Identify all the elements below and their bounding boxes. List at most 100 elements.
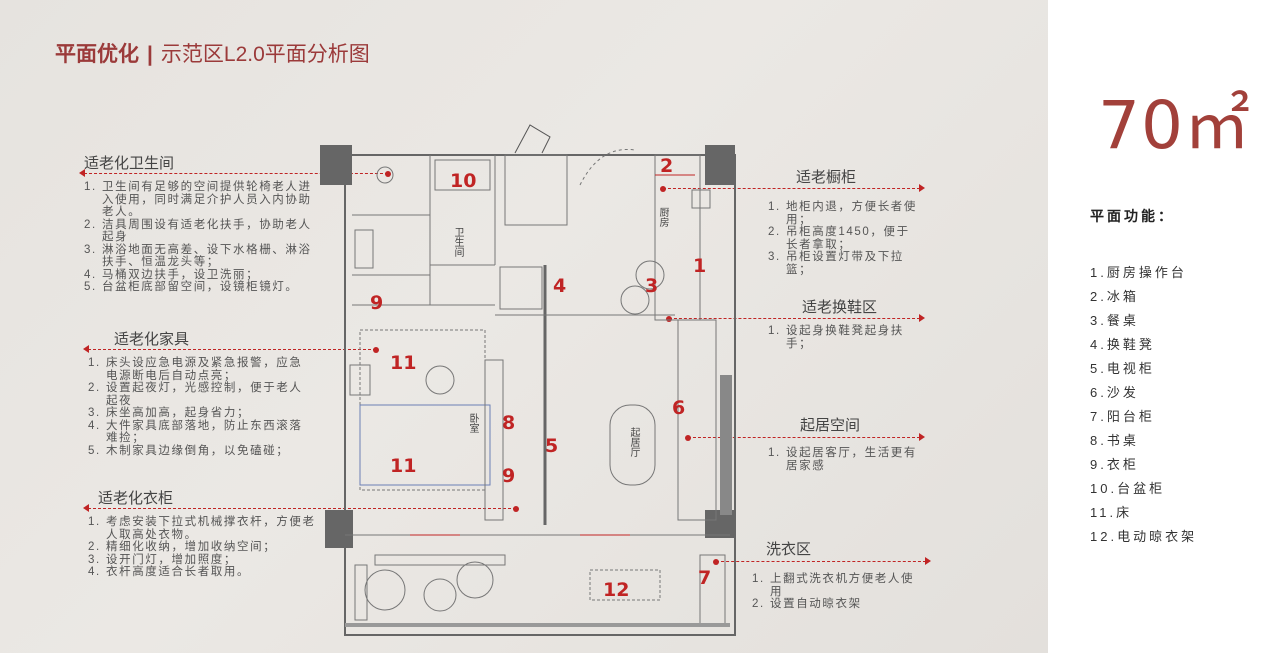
list-item: 1.设起居客厅，生活更有居家感 — [768, 447, 920, 472]
title-main: 平面优化 — [55, 43, 139, 66]
item-text: 吊柜设置灯带及下拉篮； — [786, 251, 904, 276]
item-text: 设置自动晾衣架 — [770, 598, 862, 610]
section-living: 起居空间 1.设起居客厅，生活更有居家感 — [768, 414, 920, 472]
plan-label-1: 1 — [693, 255, 707, 277]
list-item: 2.洁具周围设有适老化扶手，协助老人起身 — [84, 219, 314, 244]
arrow-right-icon — [919, 314, 925, 322]
room-name-kitchen: 厨房 — [657, 207, 668, 227]
living-leader — [685, 433, 925, 441]
page-title: 平面优化|示范区L2.0平面分析图 — [55, 38, 370, 68]
furniture-leader — [83, 345, 379, 353]
item-text: 设置起夜灯，光感控制，便于老人起夜 — [106, 382, 303, 407]
function-item: 9.衣柜 — [1090, 457, 1139, 472]
plan-label-3: 3 — [645, 275, 659, 297]
section-title: 洗衣区 — [766, 541, 812, 558]
section-title: 适老换鞋区 — [802, 299, 878, 316]
item-number: 2. — [768, 226, 781, 238]
function-item: 1.厨房操作台 — [1090, 265, 1187, 280]
item-number: 1. — [88, 357, 101, 369]
item-text: 考虑安装下拉式机械撑衣杆，方便老人取高处衣物。 — [106, 516, 316, 541]
function-item: 5.电视柜 — [1090, 361, 1155, 376]
arrow-left-icon — [79, 169, 85, 177]
function-item: 11.床 — [1090, 505, 1133, 520]
section-wardrobe: 适老化衣柜 1.考虑安装下拉式机械撑衣杆，方便老人取高处衣物。 2.精细化收纳，… — [88, 487, 320, 579]
item-list: 1.地柜内退，方便长者使用； 2.吊柜高度1450，便于长者拿取； 3.吊柜设置… — [768, 201, 920, 276]
list-item: 1. 床头设应急电源及紧急报警，应急电源断电后自动点亮； — [88, 357, 314, 382]
functions-title: 平面功能： — [1090, 208, 1175, 224]
list-item: 3.设开门灯，增加照度； — [88, 554, 320, 567]
function-item: 4.换鞋凳 — [1090, 337, 1155, 352]
section-title: 适老化卫生间 — [84, 155, 175, 172]
item-text: 淋浴地面无高差、设下水格栅、淋浴扶手、恒温龙头等； — [102, 243, 312, 269]
leader-dot-icon — [373, 346, 379, 353]
item-number: 5. — [84, 281, 97, 293]
list-item: 4.马桶双边扶手，设卫洗丽； — [84, 269, 314, 282]
wardrobe-leader — [83, 504, 519, 512]
item-text: 床头设应急电源及紧急报警，应急电源断电后自动点亮； — [106, 357, 303, 382]
title-sub: 示范区L2.0平面分析图 — [160, 43, 370, 66]
plan-label-12: 12 — [603, 579, 630, 601]
item-number: 3. — [84, 243, 97, 256]
item-text: 设起身换鞋凳起身扶手； — [786, 325, 904, 350]
floor-plan: 10 2 1 3 4 9 11 11 8 5 6 9 7 12 卫生间 厨房 卧… — [300, 115, 750, 645]
list-item: 1.卫生间有足够的空间提供轮椅老人进入使用，同时满足介护人员入内协助老人。 — [84, 181, 314, 219]
plan-label-5: 5 — [545, 435, 559, 457]
leader-dot-icon — [660, 185, 666, 192]
list-item: 3. 床坐高加高，起身省力； — [88, 407, 314, 420]
function-item: 10.台盆柜 — [1090, 481, 1166, 496]
item-text: 木制家具边缘倒角，以免磕碰； — [106, 444, 290, 457]
plan-label-6: 6 — [672, 397, 686, 419]
item-number: 4. — [88, 419, 101, 432]
leader-dot-icon — [385, 170, 391, 177]
item-number: 2. — [84, 218, 97, 231]
item-list: 1.考虑安装下拉式机械撑衣杆，方便老人取高处衣物。 2.精细化收纳，增加收纳空间… — [88, 516, 320, 579]
laundry-leader — [713, 557, 931, 565]
item-list: 1.床头设应急电源及紧急报警，应急电源断电后自动点亮； 2.设置起夜灯，光感控制… — [88, 357, 314, 457]
arrow-right-icon — [925, 557, 931, 565]
leader-dot-icon — [685, 434, 691, 441]
plan-label-2: 2 — [660, 155, 674, 177]
functions-list: 1.厨房操作台 2.冰箱 3.餐桌 4.换鞋凳 5.电视柜 6.沙发 7.阳台柜… — [1090, 261, 1197, 549]
item-list: 1.卫生间有足够的空间提供轮椅老人进入使用，同时满足介护人员入内协助老人。 2.… — [84, 181, 314, 294]
function-item: 3.餐桌 — [1090, 313, 1139, 328]
item-text: 马桶双边扶手，设卫洗丽； — [102, 268, 260, 281]
item-text: 床坐高加高，起身省力； — [106, 407, 251, 419]
item-number: 1. — [88, 516, 101, 528]
plan-label-9b: 9 — [502, 465, 516, 487]
list-item: 2.设置自动晾衣架 — [752, 598, 924, 611]
list-item: 1.地柜内退，方便长者使用； — [768, 201, 920, 226]
list-item: 1. 考虑安装下拉式机械撑衣杆，方便老人取高处衣物。 — [88, 516, 320, 541]
plan-label-11a: 11 — [390, 352, 417, 374]
item-text: 大件家具底部落地，防止东西滚落难捡； — [106, 419, 303, 445]
list-item: 5.木制家具边缘倒角，以免磕碰； — [88, 445, 314, 458]
section-cabinet: 适老橱柜 1.地柜内退，方便长者使用； 2.吊柜高度1450，便于长者拿取； 3… — [768, 166, 920, 276]
item-text: 上翻式洗衣机方便老人使用 — [770, 573, 915, 598]
leader-dot-icon — [513, 505, 519, 512]
item-list: 1.设起居客厅，生活更有居家感 — [768, 447, 920, 472]
floor-plan-drawing — [320, 124, 736, 636]
function-item: 6.沙发 — [1090, 385, 1139, 400]
item-text: 吊柜高度1450，便于长者拿取； — [786, 226, 910, 251]
section-title: 适老橱柜 — [796, 169, 857, 186]
plan-label-9a: 9 — [370, 292, 384, 314]
item-text: 台盆柜底部留空间，设镜柜镜灯。 — [102, 281, 299, 293]
plan-label-11b: 11 — [390, 455, 417, 477]
item-number: 1. — [84, 181, 97, 193]
item-number: 4. — [88, 566, 101, 578]
item-list: 1.设起身换鞋凳起身扶手； — [768, 325, 920, 350]
plan-label-7: 7 — [698, 567, 712, 589]
section-title: 适老化家具 — [114, 331, 190, 348]
area-value: 70㎡ — [1098, 87, 1251, 164]
item-number: 3. — [88, 407, 101, 419]
function-item: 7.阳台柜 — [1090, 409, 1155, 424]
plan-label-10: 10 — [450, 170, 477, 192]
plan-label-8: 8 — [502, 412, 516, 434]
item-number: 1. — [768, 447, 781, 459]
item-number: 3. — [88, 553, 101, 566]
list-item: 4.衣杆高度适合长者取用。 — [88, 566, 320, 579]
section-shoe: 适老换鞋区 1.设起身换鞋凳起身扶手； — [768, 296, 920, 350]
list-item: 5. 台盆柜底部留空间，设镜柜镜灯。 — [84, 281, 314, 294]
room-name-bath: 卫生间 — [452, 227, 463, 257]
function-item: 2.冰箱 — [1090, 289, 1139, 304]
right-panel — [1048, 0, 1268, 653]
